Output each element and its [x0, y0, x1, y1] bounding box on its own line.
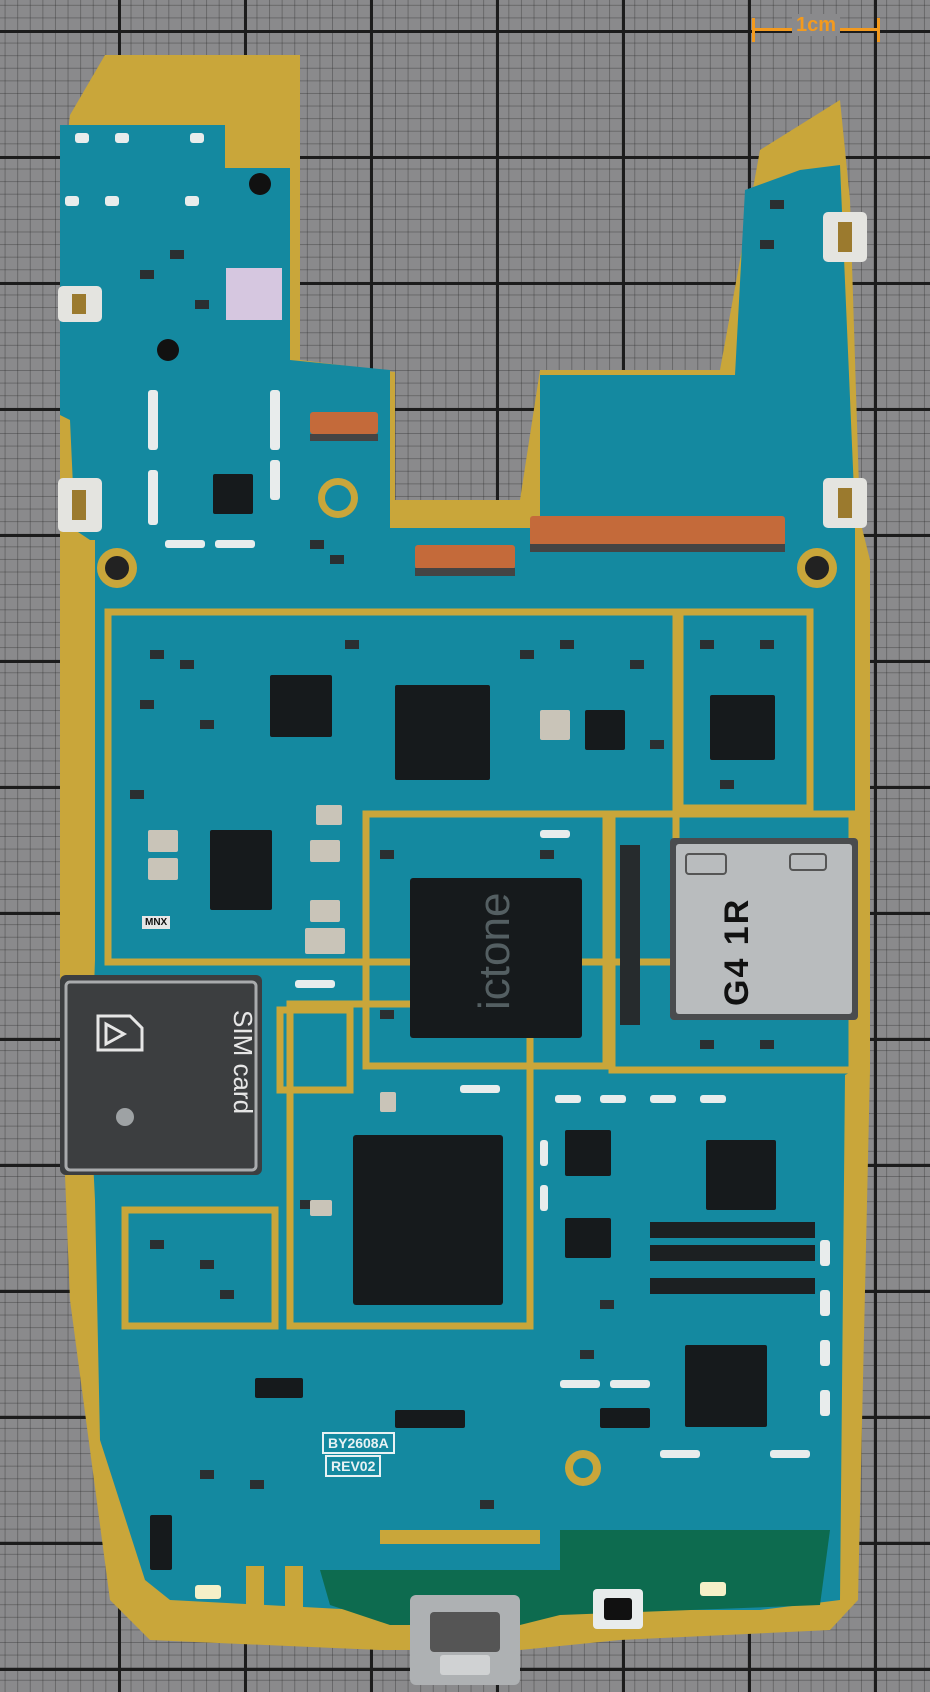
board-pcb-right: [540, 165, 855, 535]
model-label: BY2608A: [322, 1432, 395, 1454]
led-right: [700, 1582, 726, 1596]
pads: [65, 133, 830, 1458]
gold-bar: [380, 1530, 540, 1544]
component-grid: [650, 1222, 815, 1294]
watermark: ictone: [470, 892, 519, 1010]
sim-tray-label: SIM card: [228, 1010, 258, 1115]
smd-components: [130, 200, 784, 1509]
shield-frames: [104, 608, 856, 1330]
scale-label: 1cm: [791, 14, 841, 36]
board-pcb-left: [60, 125, 390, 540]
scale-bar: 1cm: [752, 14, 880, 44]
revision-label: REV02: [325, 1455, 382, 1477]
side-clip-contacts: [72, 222, 852, 520]
contact-pad-2: [285, 1566, 303, 1618]
fpc-connectors: [310, 412, 785, 576]
led-left: [195, 1585, 221, 1599]
mounting-holes: [97, 173, 837, 1486]
chips: [150, 474, 776, 1570]
board-pcb-main: [90, 585, 855, 1610]
passive-components: [148, 710, 570, 1216]
sim-card-icon: [96, 1014, 144, 1052]
component-strip: [620, 845, 640, 1025]
component-label: MNX: [142, 916, 171, 929]
pink-component: [226, 268, 282, 320]
contact-pad-1: [246, 1566, 264, 1618]
sd-tray-label: G4 1R: [718, 897, 756, 1006]
